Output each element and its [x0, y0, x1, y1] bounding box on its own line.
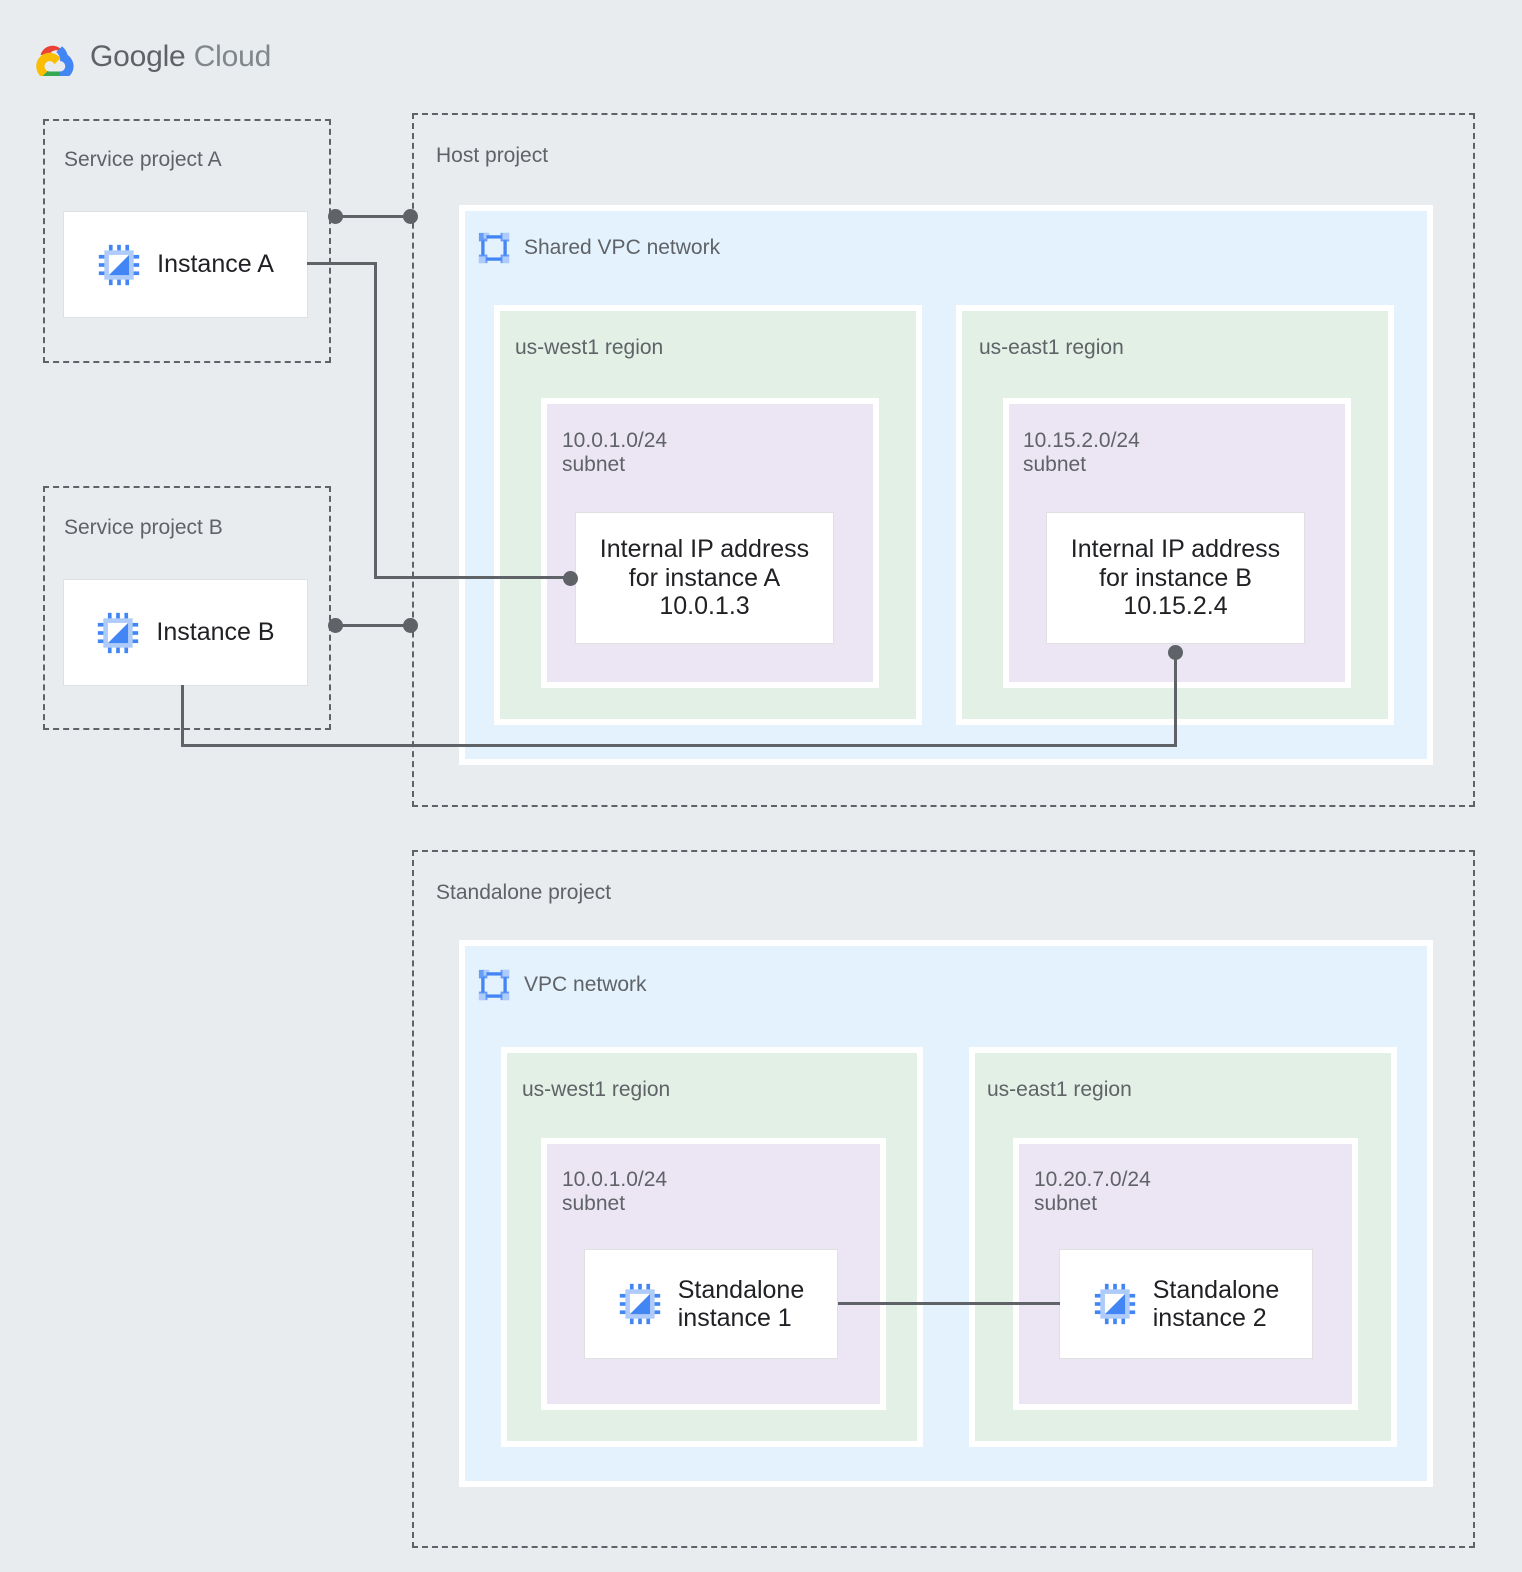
host-region-us-west1-label: us-west1 region — [515, 336, 664, 359]
brand-google: Google — [90, 40, 186, 73]
standalone-subnet-10-20-7-0-24-label: 10.20.7.0/24 subnet — [1034, 1168, 1151, 1216]
instance-b-card[interactable]: Instance B — [63, 579, 308, 686]
connector-instance-b-seg1 — [181, 685, 184, 747]
connector-dot-service-a — [328, 209, 343, 224]
host-project-label: Host project — [436, 144, 549, 167]
standalone-vpc-network-label: VPC network — [524, 973, 647, 996]
connector-instance-a-seg1 — [307, 262, 377, 265]
standalone-instance-1-card[interactable]: Standalone instance 1 — [584, 1249, 838, 1359]
standalone-region-us-west1-label: us-west1 region — [522, 1078, 671, 1101]
cpu-icon — [96, 611, 140, 655]
connector-service-a-to-host — [335, 215, 413, 218]
connector-service-b-to-host — [335, 624, 413, 627]
connector-dot-service-b — [328, 618, 343, 633]
internal-ip-instance-a-card[interactable]: Internal IP address for instance A 10.0.… — [575, 512, 834, 644]
standalone-subnet-10-0-1-0-24-label: 10.0.1.0/24 subnet — [562, 1168, 668, 1216]
service-project-b-label: Service project B — [64, 516, 223, 539]
internal-ip-instance-b-card[interactable]: Internal IP address for instance B 10.15… — [1046, 512, 1305, 644]
vpc-network-icon — [477, 968, 511, 1002]
shared-vpc-network-label: Shared VPC network — [524, 236, 721, 259]
service-project-a[interactable] — [43, 119, 331, 363]
instance-a-card[interactable]: Instance A — [63, 211, 308, 318]
internal-ip-instance-b-label: Internal IP address for instance B 10.15… — [1070, 535, 1281, 621]
internal-ip-instance-a-label: Internal IP address for instance A 10.0.… — [599, 535, 810, 621]
connector-instance-a-seg2 — [374, 262, 377, 579]
vpc-network-icon — [477, 231, 511, 265]
brand-cloud: Cloud — [193, 40, 272, 73]
standalone-instance-2-card[interactable]: Standalone instance 2 — [1059, 1249, 1313, 1359]
instance-b-label: Instance B — [156, 618, 275, 647]
google-cloud-logo: Google Cloud — [34, 38, 271, 80]
cpu-icon — [618, 1282, 662, 1326]
standalone-region-us-east1-label: us-east1 region — [987, 1078, 1132, 1101]
instance-a-label: Instance A — [157, 250, 274, 279]
standalone-project-label: Standalone project — [436, 881, 612, 904]
service-project-b[interactable] — [43, 486, 331, 730]
standalone-project[interactable] — [412, 850, 1475, 1548]
connector-dot-host-a — [403, 209, 418, 224]
cpu-icon — [97, 243, 141, 287]
connector-instance-b-seg2 — [181, 744, 1177, 747]
service-project-a-label: Service project A — [64, 148, 222, 171]
connector-standalone-1-to-2 — [838, 1302, 1060, 1305]
connector-dot-host-b — [403, 618, 418, 633]
host-project[interactable] — [412, 113, 1475, 807]
google-cloud-wordmark: Google Cloud — [90, 40, 271, 74]
standalone-instance-2-label: Standalone instance 2 — [1152, 1275, 1280, 1333]
connector-instance-b-seg3 — [1174, 650, 1177, 747]
connector-dot-internal-ip-a — [563, 571, 578, 586]
connector-dot-internal-ip-b — [1168, 645, 1183, 660]
cpu-icon — [1093, 1282, 1137, 1326]
google-cloud-logo-icon — [34, 38, 76, 80]
host-region-us-east1-label: us-east1 region — [979, 336, 1124, 359]
host-subnet-10-15-2-0-24-label: 10.15.2.0/24 subnet — [1023, 429, 1140, 477]
host-subnet-10-0-1-0-24-label: 10.0.1.0/24 subnet — [562, 429, 668, 477]
connector-instance-a-seg3 — [374, 576, 572, 579]
standalone-instance-1-label: Standalone instance 1 — [677, 1275, 805, 1333]
